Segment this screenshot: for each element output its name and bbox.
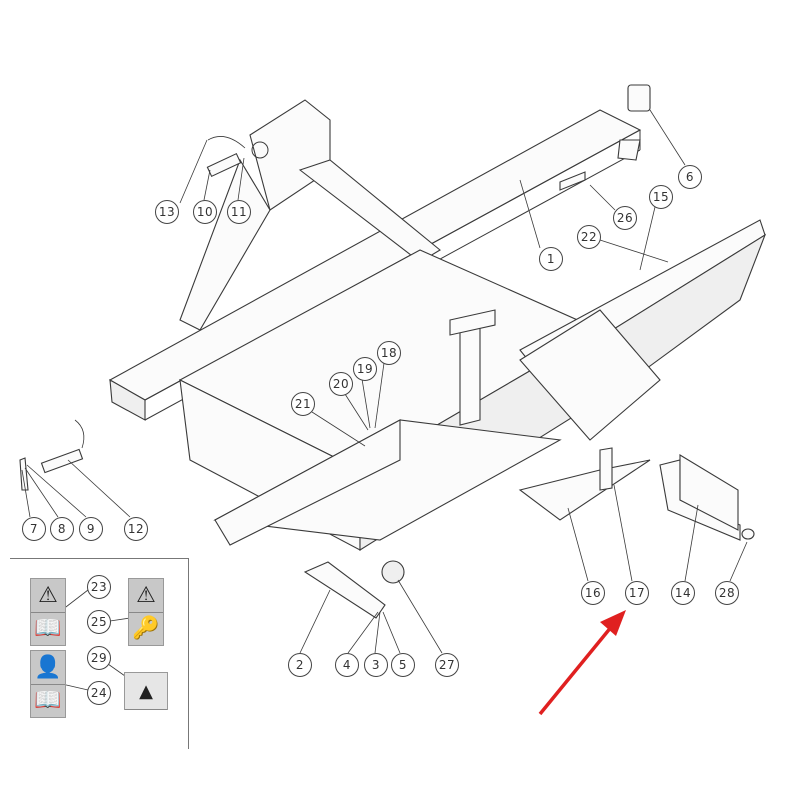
decal-24: 👤 📖	[30, 650, 66, 718]
callout-25: 25	[87, 610, 111, 634]
callout-10: 10	[193, 200, 217, 224]
callout-16: 16	[581, 581, 605, 605]
callout-21: 21	[291, 392, 315, 416]
callout-8: 8	[50, 517, 74, 541]
manual-book-icon: 📖	[34, 688, 62, 713]
callout-20: 20	[329, 372, 353, 396]
manual-book-icon: 📖	[34, 616, 62, 641]
warning-triangle-icon: ⚠	[31, 579, 65, 613]
callout-2: 2	[288, 653, 312, 677]
highlight-arrow	[538, 610, 626, 716]
decal-29: ▲	[124, 672, 168, 710]
callout-28: 28	[715, 581, 739, 605]
callout-7: 7	[22, 517, 46, 541]
crossbar-guard	[213, 309, 562, 546]
callout-14: 14	[671, 581, 695, 605]
callout-13: 13	[155, 200, 179, 224]
callout-27: 27	[435, 653, 459, 677]
callout-12: 12	[124, 517, 148, 541]
callout-26: 26	[613, 206, 637, 230]
callout-24: 24	[87, 681, 111, 705]
part-6-cap	[627, 84, 651, 112]
decal-23: ⚠ 📖	[30, 578, 66, 646]
key-removal-icon: 🔑	[132, 616, 160, 641]
callout-19: 19	[353, 357, 377, 381]
inset-leaders	[61, 589, 131, 691]
callout-29: 29	[87, 646, 111, 670]
pin-12	[19, 419, 85, 491]
callout-6: 6	[678, 165, 702, 189]
part-26-label	[559, 171, 586, 191]
part-17-bracket	[599, 447, 613, 491]
hitch-tower	[179, 99, 441, 331]
safety-decals-inset	[10, 558, 189, 749]
side-shield	[518, 219, 767, 521]
callout-17: 17	[625, 581, 649, 605]
callout-4: 4	[335, 653, 359, 677]
callout-15: 15	[649, 185, 673, 209]
callout-23: 23	[87, 575, 111, 599]
callout-11: 11	[227, 200, 251, 224]
callout-3: 3	[364, 653, 388, 677]
rotating-blades-hazard-icon: ▲	[125, 673, 167, 710]
callout-5: 5	[391, 653, 415, 677]
callout-1: 1	[539, 247, 563, 271]
part-28-nut	[741, 528, 755, 540]
part-27-disc	[381, 560, 405, 584]
leader-lines	[21, 109, 748, 654]
callout-9: 9	[79, 517, 103, 541]
callout-18: 18	[377, 341, 401, 365]
operator-pictogram-icon: 👤	[31, 651, 65, 685]
callout-22: 22	[577, 225, 601, 249]
decal-25: ⚠ 🔑	[128, 578, 164, 646]
part-14-shield	[659, 454, 741, 541]
part-2-plate	[303, 561, 386, 619]
warning-triangle-icon: ⚠	[129, 579, 163, 613]
